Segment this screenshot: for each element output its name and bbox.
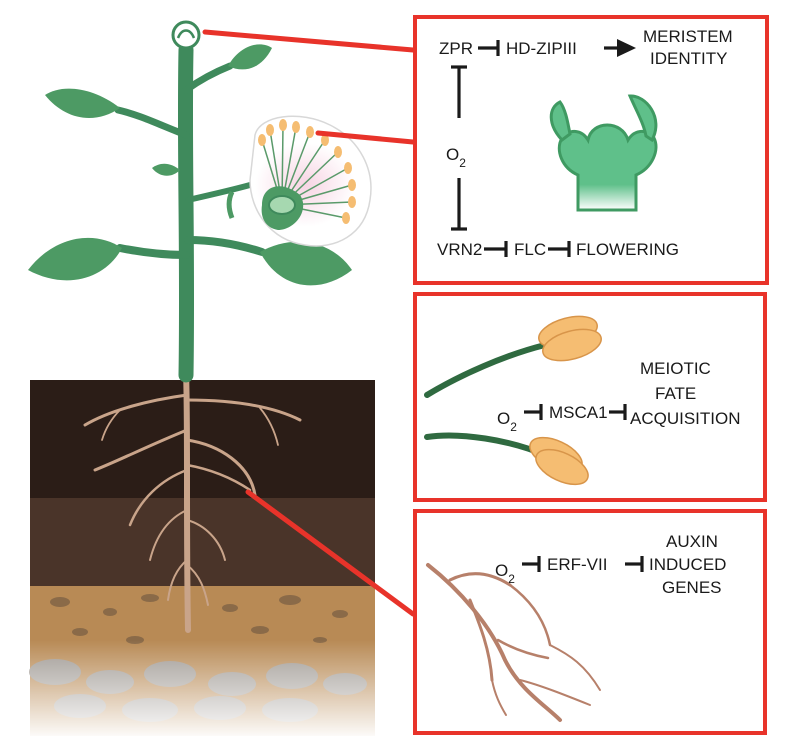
soil [28,380,378,740]
label-msca1: MSCA1 [549,403,608,422]
apical-bud [171,20,201,50]
connector-root [245,489,416,617]
label-acquisition: ACQUISITION [630,409,741,428]
label-o2-anther: O2 [497,409,517,434]
panel-root-frame [413,509,767,735]
panel-root: O2 ERF-VII AUXIN INDUCED GENES [413,509,767,735]
label-meiotic: MEIOTIC [640,359,711,378]
label-flowering: FLOWERING [576,240,679,259]
activation-arrow [617,39,636,57]
anther-lower [529,436,589,486]
leaf-upper-left [45,88,120,118]
ovary [268,195,296,215]
soil-fade [28,640,378,740]
root-system [83,367,302,633]
label-fate: FATE [655,384,696,403]
label-hd-zipiii: HD-ZIPIII [506,39,577,58]
leaf-top-right [228,44,272,70]
anther-upper [538,315,602,362]
plant-shoot [28,20,352,383]
panel-anther: O2 MSCA1 MEIOTIC FATE ACQUISITION [413,292,767,502]
stem [177,42,195,383]
label-o2-meristem: O2 [446,145,466,170]
connector-flower [315,130,416,145]
leaf-lower-left [28,237,122,281]
label-vrn2: VRN2 [437,240,482,259]
meristem-illustration [557,123,658,212]
root-branch-illustration [426,563,601,722]
label-identity: IDENTITY [650,49,727,68]
label-zpr: ZPR [439,39,473,58]
label-auxin: AUXIN [666,532,718,551]
label-induced: INDUCED [649,555,726,574]
label-erf-vii: ERF-VII [547,555,607,574]
leaf-lower-right [260,241,352,286]
label-o2-root: O2 [495,561,515,586]
label-genes: GENES [662,578,722,597]
soil-dark-layer [30,380,375,500]
leaf-small [152,163,180,176]
flower [226,115,372,247]
label-meristem: MERISTEM [643,27,733,46]
anther-dots [258,119,356,224]
soil-mid-layer [30,498,375,588]
panel-meristem: ZPR HD-ZIPIII MERISTEM IDENTITY O2 VRN2 … [413,15,769,285]
connector-bud [202,29,416,53]
filament-upper [424,342,548,398]
label-flc: FLC [514,240,546,259]
